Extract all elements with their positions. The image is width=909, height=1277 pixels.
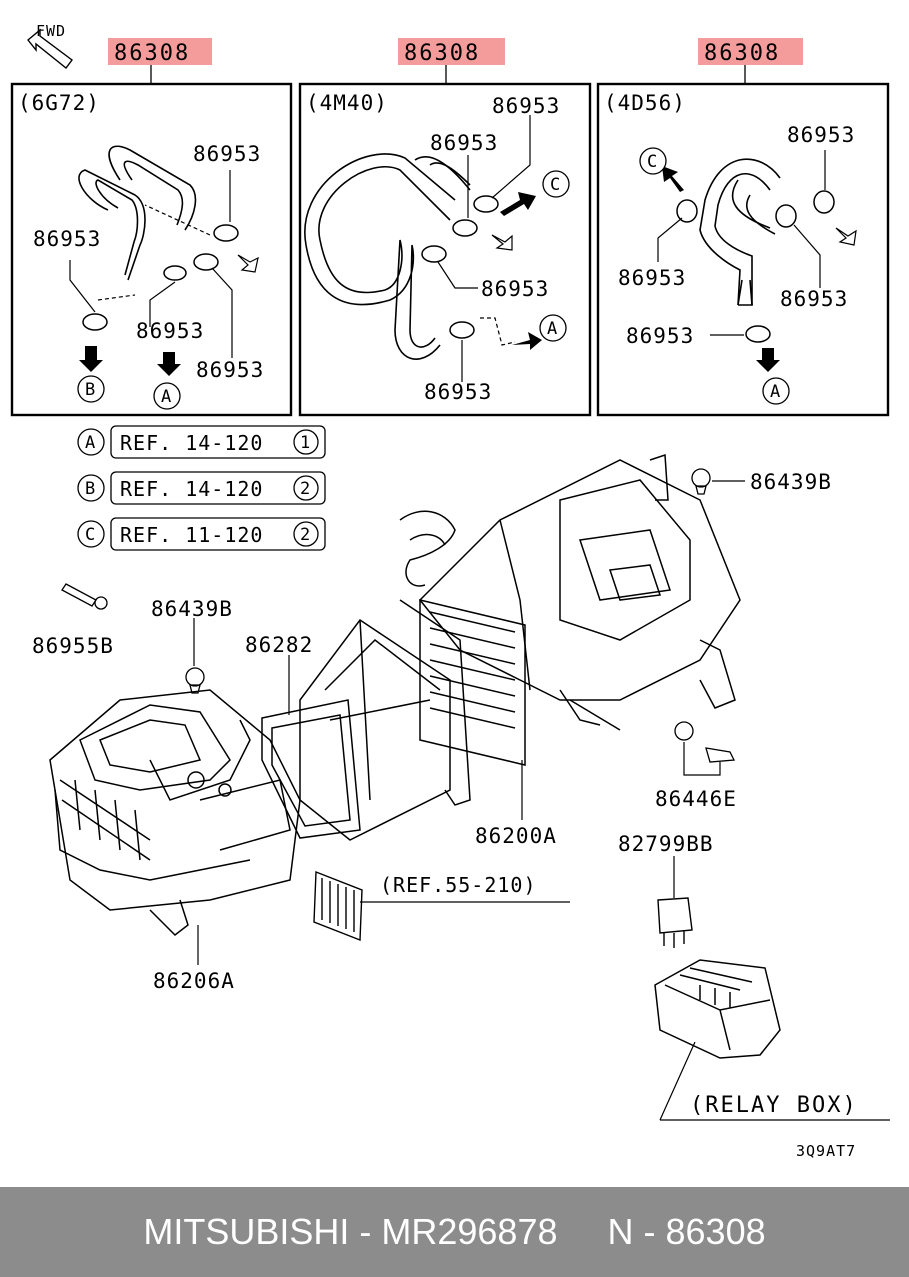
footer-gap <box>558 1211 608 1252</box>
svg-text:86953: 86953 <box>787 123 855 147</box>
part-86955b: 86955B <box>32 634 114 658</box>
svg-text:B: B <box>85 479 95 499</box>
panel-6g72-labels: 86953 86953 86953 86953 <box>33 142 264 382</box>
svg-text:86953: 86953 <box>193 142 261 166</box>
blower-case-icon <box>49 689 301 936</box>
reference-legend: A REF. 14-120 1 B REF. 14-120 2 C REF. 1… <box>77 425 326 551</box>
reference-c: C REF. 11-120 2 <box>77 517 326 551</box>
svg-text:2: 2 <box>300 479 310 499</box>
svg-text:86308: 86308 <box>404 41 480 66</box>
svg-text:B: B <box>85 380 95 400</box>
fwd-arrow-icon <box>27 28 73 69</box>
marker-c-icon: C <box>542 170 570 198</box>
panel-4m40-labels: 86953 86953 86953 86953 <box>424 94 560 404</box>
svg-text:86953: 86953 <box>196 358 264 382</box>
footer-part-number: MR296878 <box>381 1211 558 1252</box>
fwd-label: FWD <box>36 22 66 40</box>
marker-a-icon: A <box>539 314 567 342</box>
svg-text:REF. 14-120: REF. 14-120 <box>120 477 263 501</box>
heater-hose-icon <box>304 153 471 360</box>
hose-clamp-icon <box>82 224 239 331</box>
footer-brand: MITSUBISHI <box>143 1211 350 1252</box>
panel-4m40-title: (4M40) <box>306 91 388 115</box>
part-86200a: 86200A <box>475 824 557 848</box>
heater-hose-icon <box>78 145 197 281</box>
svg-text:86308: 86308 <box>114 41 190 66</box>
panel-4m40: (4M40) 86953 86953 86953 86953 <box>298 82 592 417</box>
footer-n-label: N - 86308 <box>607 1211 766 1252</box>
marker-a-icon: A <box>153 382 181 410</box>
panel-6g72-title: (6G72) <box>18 91 100 115</box>
panel-6g72: (6G72) 86953 86953 86953 869 <box>10 82 293 417</box>
svg-text:86953: 86953 <box>492 94 560 118</box>
marker-a-icon: A <box>762 377 790 405</box>
svg-text:C: C <box>647 152 657 172</box>
relay-box-icon <box>654 959 781 1059</box>
heater-unit-drawing <box>399 453 741 731</box>
svg-text:1: 1 <box>300 433 310 453</box>
ref-resistor: (REF.55-210) <box>380 873 537 897</box>
svg-text:2: 2 <box>300 525 310 545</box>
footer-bar: MITSUBISHI - MR296878 N - 86308 <box>0 1187 909 1277</box>
highlight-86308-2: 86308 <box>398 38 505 84</box>
reference-b: B REF. 14-120 2 <box>77 471 326 505</box>
reference-a: A REF. 14-120 1 <box>77 425 326 459</box>
svg-text:A: A <box>547 319 557 339</box>
svg-text:86953: 86953 <box>626 324 694 348</box>
heater-hose-icon <box>699 158 781 306</box>
clip-86439b-left-icon <box>185 667 205 694</box>
relay-icon <box>657 897 693 948</box>
highlight-86308-3: 86308 <box>698 38 803 84</box>
hose-clamp-icon <box>421 195 499 339</box>
diagram-code: 3Q9AT7 <box>796 1142 856 1160</box>
svg-text:86953: 86953 <box>424 380 492 404</box>
footer-separator: - <box>349 1211 382 1252</box>
svg-text:REF. 14-120: REF. 14-120 <box>120 431 263 455</box>
part-86206a: 86206A <box>153 969 235 993</box>
fastener-86446e-icon <box>674 721 736 763</box>
svg-text:A: A <box>161 387 171 407</box>
part-86446e: 86446E <box>655 787 737 811</box>
part-86439b-right: 86439B <box>750 470 832 494</box>
highlight-86308-1: 86308 <box>108 38 212 84</box>
svg-text:C: C <box>550 175 560 195</box>
svg-text:86953: 86953 <box>780 287 848 311</box>
parts-diagram: FWD 86308 86308 86308 (6G72) <box>10 22 890 1160</box>
svg-text:A: A <box>770 382 780 402</box>
part-86439b-left: 86439B <box>151 597 233 621</box>
svg-text:86953: 86953 <box>33 227 101 251</box>
hose-clamp-icon <box>676 190 835 343</box>
svg-text:A: A <box>85 433 95 453</box>
svg-text:86953: 86953 <box>136 319 204 343</box>
panel-4d56-title: (4D56) <box>604 91 686 115</box>
part-86282: 86282 <box>245 633 313 657</box>
svg-text:REF. 11-120: REF. 11-120 <box>120 523 263 547</box>
leader-lines <box>193 480 890 1121</box>
svg-text:86953: 86953 <box>618 266 686 290</box>
resistor-icon <box>313 870 363 942</box>
svg-text:86953: 86953 <box>430 131 498 155</box>
pin-86955b-icon <box>61 583 108 610</box>
svg-text:C: C <box>85 525 95 545</box>
footer-text: MITSUBISHI - MR296878 N - 86308 <box>143 1211 765 1253</box>
svg-text:86953: 86953 <box>481 277 549 301</box>
part-82799bb: 82799BB <box>618 832 714 856</box>
heater-core-icon <box>399 599 526 806</box>
relay-box-label: (RELAY BOX) <box>690 1093 858 1118</box>
panel-4d56-labels: 86953 86953 86953 86953 <box>618 123 855 348</box>
clip-86439b-right-icon <box>691 468 711 495</box>
panel-4d56: (4D56) 86953 86953 86953 86953 <box>596 82 890 417</box>
svg-text:86308: 86308 <box>704 41 780 66</box>
marker-c-icon: C <box>639 147 667 175</box>
marker-b-icon: B <box>77 375 105 403</box>
